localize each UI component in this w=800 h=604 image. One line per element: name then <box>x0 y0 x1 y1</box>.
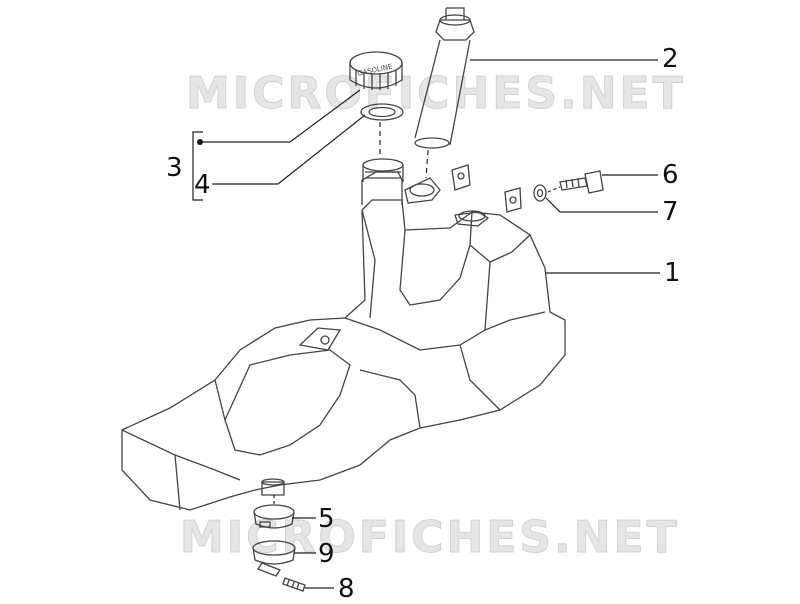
fuel-level-sender[interactable] <box>414 7 475 149</box>
fuel-cap[interactable] <box>349 51 403 90</box>
bracket-3-4 <box>192 131 203 201</box>
callout-6: 6 <box>662 160 679 190</box>
hose-clamp-lower[interactable] <box>252 540 296 577</box>
bracket-dot <box>197 139 203 145</box>
cap-gasket[interactable] <box>360 103 404 121</box>
leader-7 <box>545 197 658 213</box>
leader-4 <box>212 114 366 185</box>
fuel-tank[interactable] <box>121 158 566 511</box>
callout-4: 4 <box>194 170 211 200</box>
screw[interactable] <box>559 170 604 194</box>
callout-3: 3 <box>166 153 183 183</box>
callout-2: 2 <box>662 44 679 74</box>
callout-9: 9 <box>318 539 335 569</box>
washer[interactable] <box>533 184 547 202</box>
callout-1: 1 <box>664 258 681 288</box>
hose-clamp-upper[interactable] <box>253 504 295 529</box>
callout-5: 5 <box>318 504 335 534</box>
callout-7: 7 <box>662 197 679 227</box>
callout-8: 8 <box>338 574 355 604</box>
clamp-screw[interactable] <box>282 577 306 592</box>
leader-3 <box>200 89 361 143</box>
dash-screw <box>547 186 561 193</box>
dash-sender <box>425 149 429 179</box>
